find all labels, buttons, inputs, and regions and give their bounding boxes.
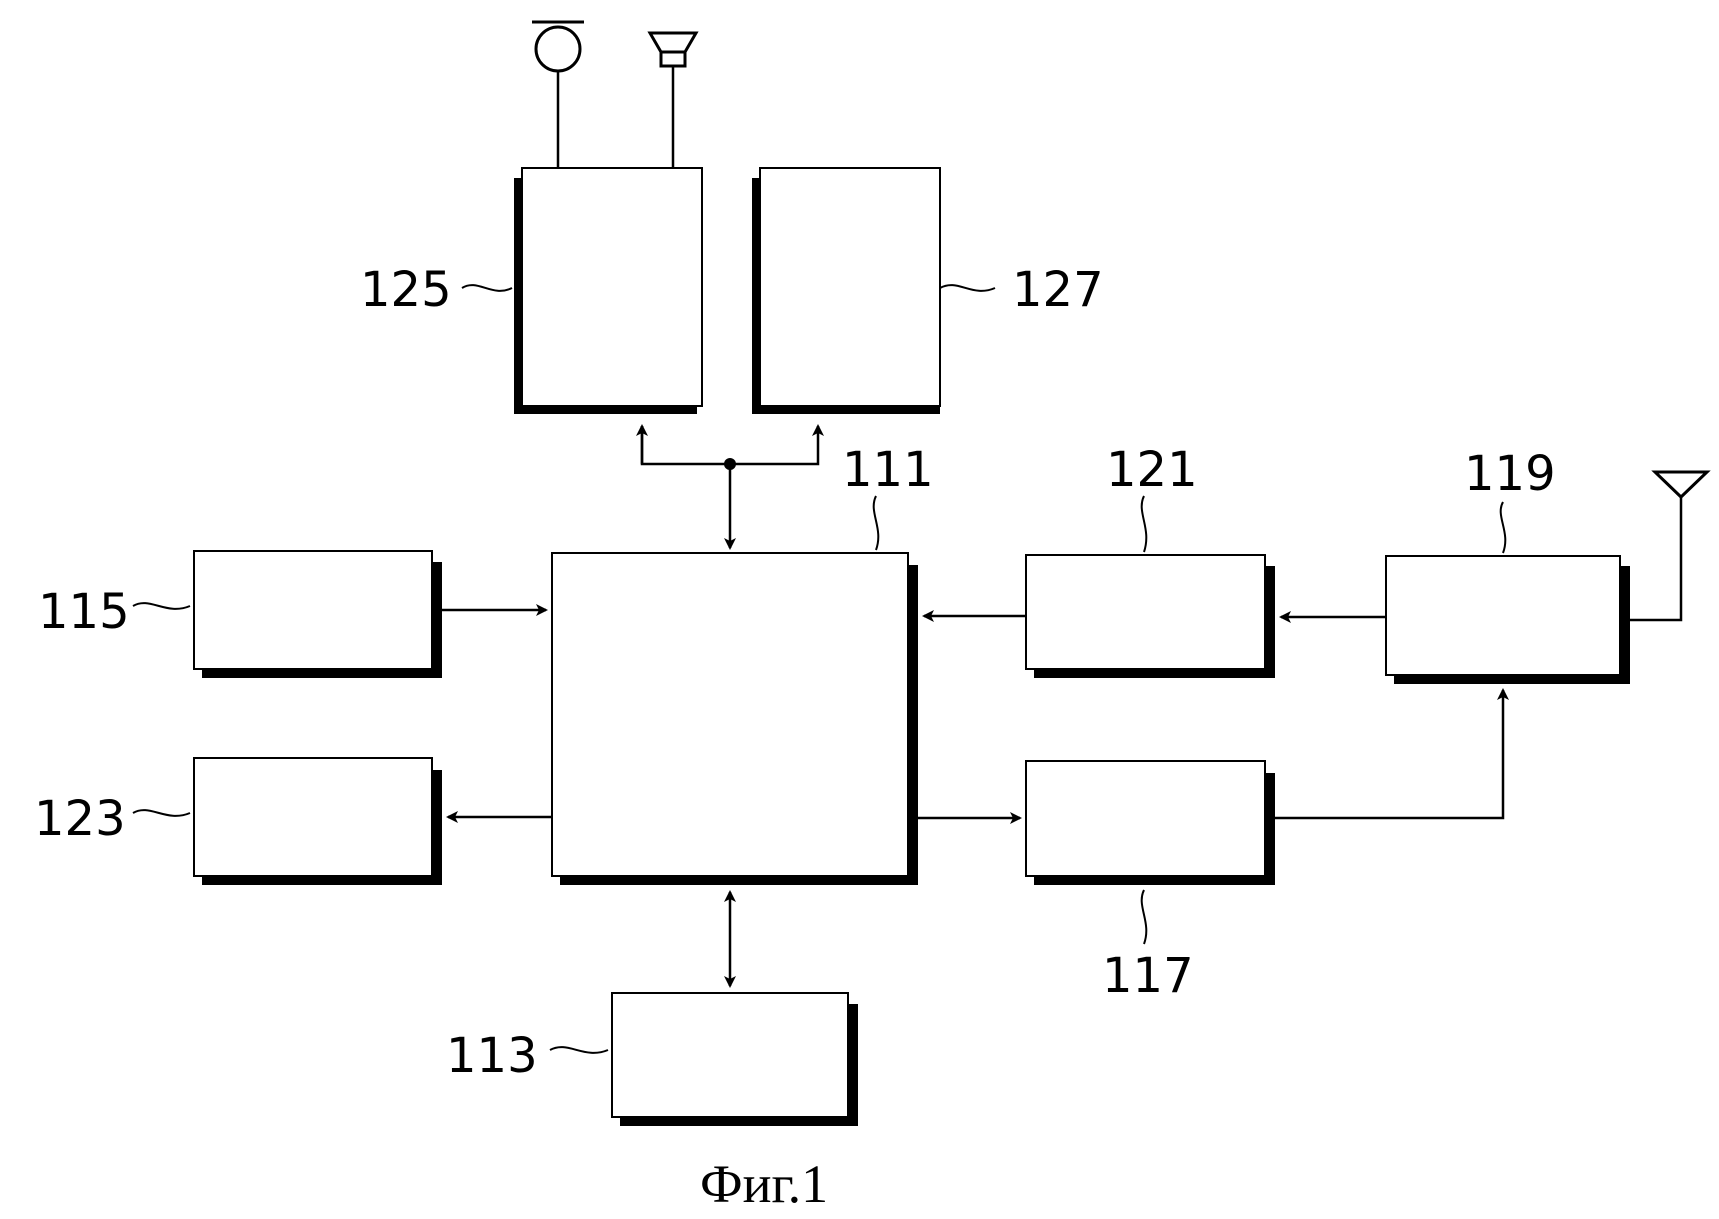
leader-119 [1501,502,1506,553]
label-125: 125 [360,262,452,318]
link-117-119 [1275,690,1503,818]
block-123 [194,758,442,885]
leader-117 [1142,890,1147,944]
label-111: 111 [842,442,934,498]
label-119: 119 [1464,446,1556,502]
label-115: 115 [38,584,130,640]
block-113 [612,993,858,1126]
antenna-icon [1630,472,1707,620]
block-111 [552,553,918,885]
block-119 [1386,556,1630,684]
label-123: 123 [34,791,126,847]
figure-caption: Фиг.1 [700,1154,828,1214]
block-125 [514,168,702,414]
label-113: 113 [446,1028,538,1084]
leader-115 [133,603,190,609]
bus-top [642,426,818,548]
leader-123 [133,810,190,816]
leader-113 [550,1047,608,1053]
block-121 [1026,555,1275,678]
block-127 [752,168,940,414]
label-121: 121 [1106,442,1198,498]
label-117: 117 [1102,948,1194,1004]
microphone-icon [532,22,584,168]
speaker-icon [650,33,696,168]
leader-121 [1142,496,1147,552]
leader-111 [874,496,879,550]
leader-127 [940,285,995,291]
label-127: 127 [1012,262,1104,318]
block-117 [1026,761,1275,885]
block-115 [194,551,442,678]
leader-125 [462,285,512,291]
